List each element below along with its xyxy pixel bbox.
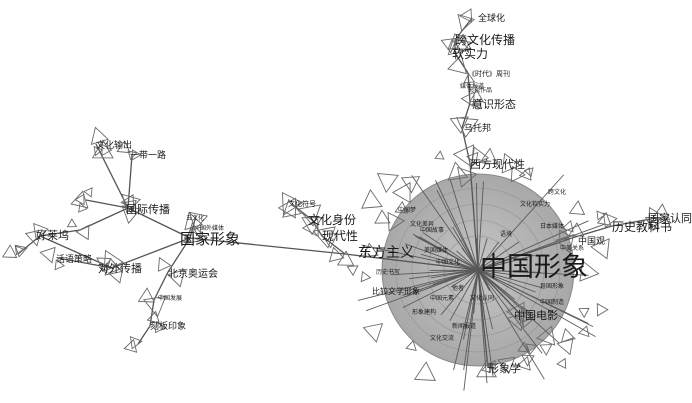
minor-label: 新闻报道 — [452, 322, 476, 330]
node-cultural-export: 文化输出 — [96, 139, 132, 151]
node-china-image: 中国形象 — [480, 252, 588, 283]
node-discourse-strategy: 话语策略 — [56, 253, 92, 265]
node-globalization: 全球化 — [478, 12, 505, 24]
minor-label: 异国形象 — [540, 282, 564, 290]
node-china-view: 中国观 — [578, 235, 605, 247]
minor-label: 中国文化 — [436, 258, 460, 266]
minor-label: 影视作品 — [468, 86, 492, 94]
minor-label: 中美关系 — [560, 244, 584, 252]
minor-label: 他者 — [452, 284, 464, 292]
node-hollywood: 好莱坞 — [36, 228, 69, 242]
node-belt-road: 一带一路 — [130, 149, 166, 161]
minor-label: 跨文化 — [548, 188, 566, 196]
minor-label: 国外媒体 — [200, 224, 224, 232]
node-stereotype: 刻板印象 — [150, 320, 186, 332]
minor-label: 五文化 — [186, 214, 204, 222]
minor-label: 文化差异 — [410, 220, 434, 228]
node-international-comm: 国际传播 — [126, 202, 170, 216]
node-western-modernity: 西方现代性 — [470, 157, 525, 171]
node-chinese-films: 中国电影 — [514, 309, 558, 322]
node-national-image: 国家形象 — [180, 230, 240, 248]
node-history-textbook: 历史教科书 — [612, 219, 672, 234]
minor-label: 语境 — [500, 230, 512, 238]
minor-label: 中国发展 — [158, 294, 182, 302]
hub-spokes — [357, 174, 605, 391]
node-comparative-lit: 比较文学形象 — [372, 286, 420, 296]
minor-label: 中国元素 — [430, 294, 454, 302]
node-utopia: 乌托邦 — [464, 122, 491, 134]
node-national-identity: 国家认同 — [648, 211, 692, 225]
node-cultural-identity: 文化身份 — [308, 212, 356, 227]
minor-label: 形象建构 — [412, 308, 436, 316]
node-ideology: 意识形态 — [472, 97, 516, 111]
network-edges — [17, 17, 657, 369]
node-glyphs — [1, 8, 671, 381]
minor-label: 历史书写 — [376, 268, 400, 276]
node-soft-power: 软实力 — [452, 46, 488, 61]
node-time-weekly: 《时代》周刊 — [468, 69, 510, 78]
minor-label: 媒体报道 — [460, 82, 484, 90]
minor-label: 美国媒体 — [424, 246, 448, 254]
node-imagology: 形象学 — [488, 361, 521, 375]
node-external-comm: 对外传播 — [98, 261, 142, 275]
node-cultural-symbol: 文化符号 — [288, 199, 316, 208]
minor-label: 中国制造 — [540, 298, 564, 306]
node-beijing-olympics: 北京奥运会 — [168, 267, 218, 280]
minor-label: 文化交流 — [430, 334, 454, 342]
node-modernity: 现代性 — [322, 229, 358, 243]
minor-label: 文化认同 — [470, 294, 494, 302]
node-orientalism: 东方主义 — [358, 245, 414, 261]
node-cross-cultural: 跨文化传播 — [455, 32, 515, 47]
minor-label: 中国梦 — [398, 206, 416, 214]
minor-label: 日本媒体 — [540, 222, 564, 230]
minor-label: 文化软实力 — [520, 200, 550, 208]
minor-label: 中国故事 — [420, 226, 444, 234]
